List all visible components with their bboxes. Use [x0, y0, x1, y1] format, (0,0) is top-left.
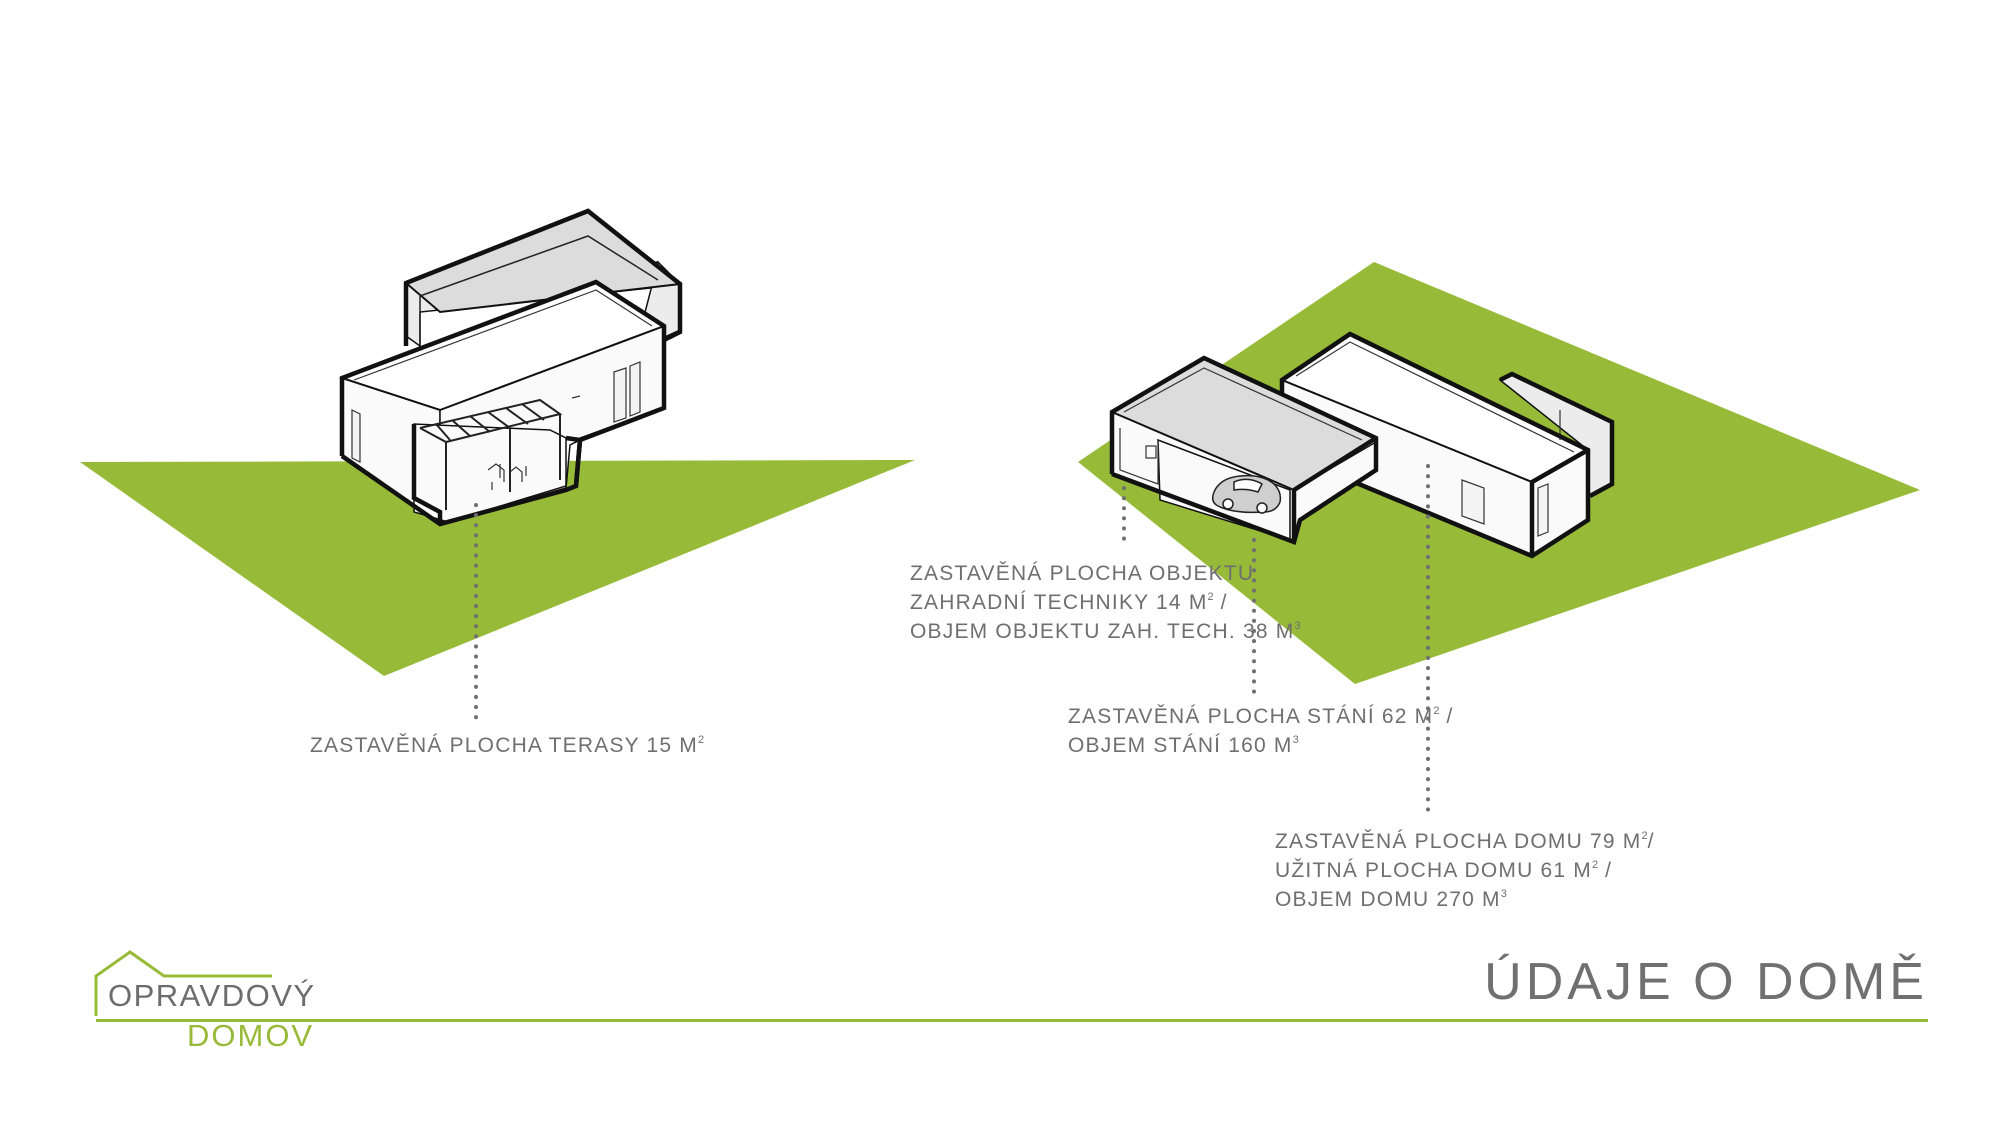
- right-house-door: [1537, 483, 1549, 537]
- carport-annotation-line-2: OBJEM STÁNÍ 160 M3: [1068, 734, 1299, 757]
- left-terrace-recess: [413, 423, 567, 523]
- left-house-window-1: [613, 367, 627, 423]
- right-house-window-1: [1461, 479, 1485, 525]
- carport-annotation-line-1: ZASTAVĚNÁ PLOCHA STÁNÍ 62 M2 /: [1068, 705, 1454, 728]
- house-annotation: ZASTAVĚNÁ PLOCHA DOMU 79 M2/ UŽITNÁ PLOC…: [1275, 827, 1655, 914]
- left-house-window-2: [629, 361, 641, 417]
- terrace-annotation-line-1: ZASTAVĚNÁ PLOCHA TERASY 15 M2: [310, 734, 705, 757]
- left-isometric-view: [80, 208, 915, 724]
- garden-tech-annotation-line-3: OBJEM OBJEKTU ZAH. TECH. 38 M3: [910, 620, 1301, 643]
- house-annotation-line-2: UŽITNÁ PLOCHA DOMU 61 M2 /: [1275, 859, 1613, 882]
- title-underline: [96, 1019, 1928, 1022]
- terrace-annotation: ZASTAVĚNÁ PLOCHA TERASY 15 M2: [310, 731, 704, 760]
- logo-text-line-2: DOMOV: [187, 1018, 315, 1053]
- garden-tech-annotation: ZASTAVĚNÁ PLOCHA OBJEKTU ZAHRADNÍ TECHNI…: [910, 559, 1301, 646]
- house-outline-icon: [94, 950, 272, 1016]
- house-annotation-line-3: OBJEM DOMU 270 M3: [1275, 888, 1507, 911]
- left-pergola: [419, 398, 563, 510]
- garden-tech-annotation-line-2: ZAHRADNÍ TECHNIKY 14 M2 /: [910, 591, 1228, 614]
- left-terrace-furniture: [487, 463, 527, 490]
- car-icon: [1211, 474, 1282, 514]
- left-lawn-plot: [80, 460, 915, 676]
- carport-annotation: ZASTAVĚNÁ PLOCHA STÁNÍ 62 M2 / OBJEM STÁ…: [1068, 702, 1454, 760]
- right-isometric-view: [1078, 262, 1920, 816]
- logo-text-line-1: OPRAVDOVÝ: [108, 978, 316, 1013]
- house-annotation-line-1: ZASTAVĚNÁ PLOCHA DOMU 79 M2/: [1275, 830, 1655, 853]
- right-carport-block: [1109, 355, 1379, 545]
- left-garage-block: [403, 208, 683, 348]
- page-title: ÚDAJE O DOMĚ: [1484, 953, 1928, 1011]
- garden-tech-room: [1119, 428, 1159, 485]
- left-house-block: [338, 279, 667, 527]
- left-garage-roof: [404, 209, 683, 314]
- garden-tech-annotation-line-1: ZASTAVĚNÁ PLOCHA OBJEKTU: [910, 562, 1255, 585]
- left-house-door: [351, 409, 361, 463]
- brand-logo: OPRAVDOVÝ DOMOV: [92, 948, 322, 1058]
